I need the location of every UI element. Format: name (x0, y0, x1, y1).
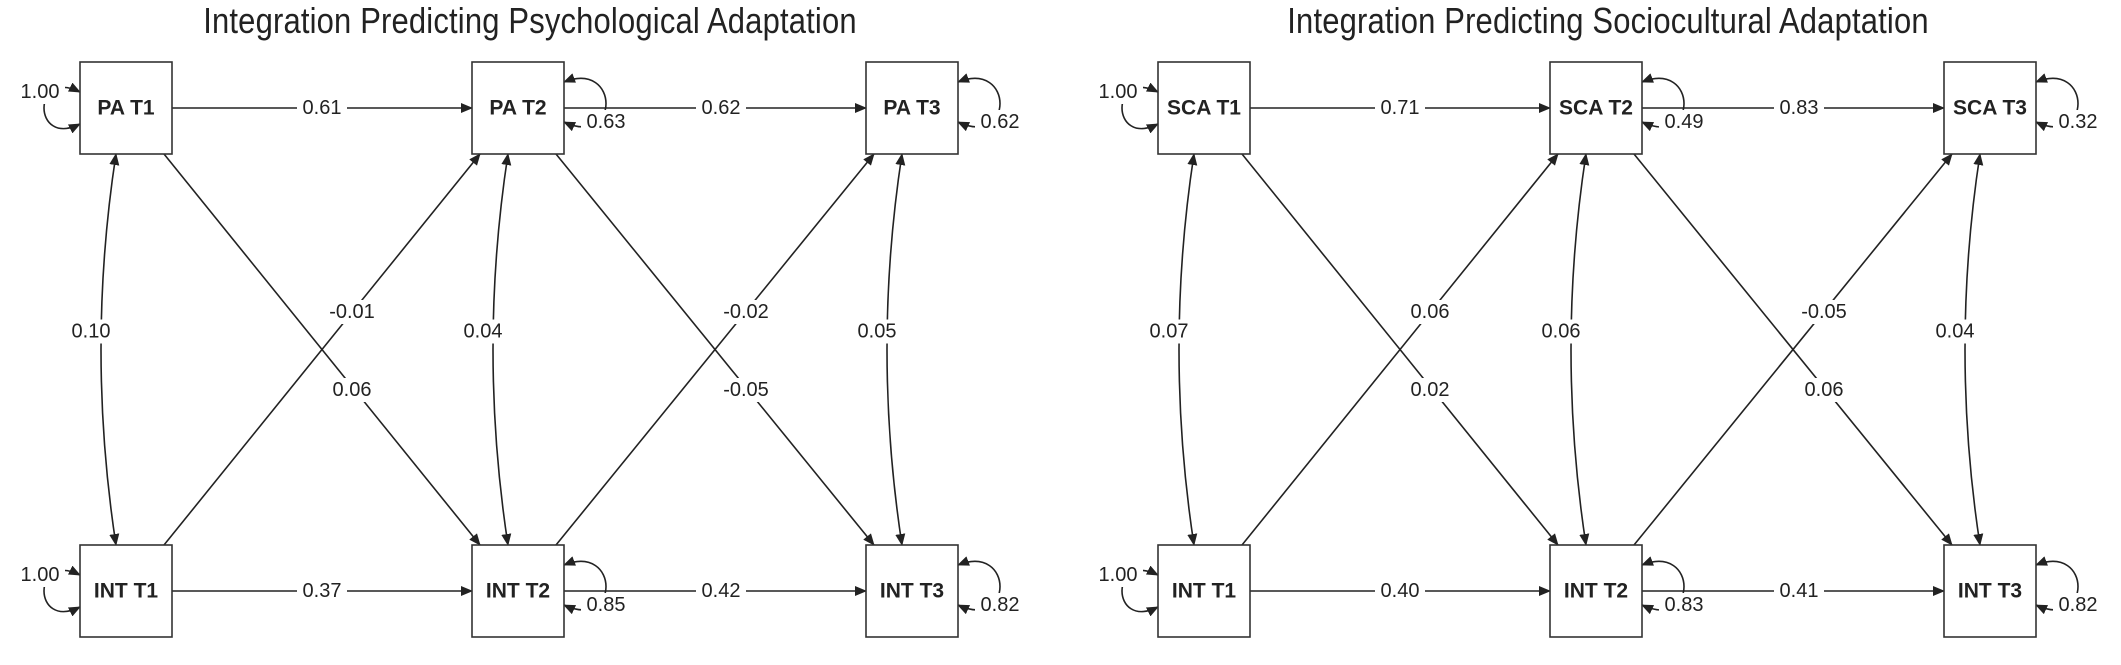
panel-psychological: Integration Predicting Psychological Ada… (0, 0, 1060, 665)
residual-i2-label: 0.85 (587, 594, 626, 616)
cov-t3-arrow (886, 153, 906, 546)
node-label: SCA T2 (1559, 97, 1633, 120)
variable-nodes: SCA T1 SCA T2 SCA T3 INT T1 INT T2 INT T3 (1157, 61, 2037, 638)
panel-title: Integration Predicting Sociocultural Ada… (1287, 0, 1929, 41)
node-box (79, 61, 173, 155)
node-box (471, 61, 565, 155)
node-t2: SCA T2 (1549, 61, 1643, 155)
node-box (865, 544, 959, 638)
node-box (471, 544, 565, 638)
path-i1-t2-label: 0.06 (1411, 301, 1450, 323)
cov-t3-label: 0.04 (1936, 321, 1975, 343)
path-t1-i2-arrow (1241, 153, 1559, 546)
residual-t1-label: 1.00 (1099, 81, 1138, 103)
cov-t1-arrow (1178, 153, 1198, 546)
cov-t2-label: 0.04 (464, 321, 503, 343)
path-i1-i2-label: 0.40 (1381, 580, 1420, 602)
path-diagram: 0.61 0.62 0.37 0.42 -0.01 0.06 -0.02 -0.05 0.10 0… (15, 61, 1025, 638)
residual-i3-label: 0.82 (2059, 594, 2098, 616)
path-t1-i2-label: 0.06 (333, 379, 372, 401)
residual-t1-loop (43, 82, 81, 134)
path-i2-i3-label: 0.41 (1780, 580, 1819, 602)
cov-t2-arrow (1570, 153, 1590, 546)
node-label: INT T2 (1564, 580, 1628, 603)
node-label: PA T3 (883, 97, 940, 120)
residual-i1-label: 1.00 (21, 564, 60, 586)
node-box (1157, 61, 1251, 155)
node-box (1549, 544, 1643, 638)
node-label: PA T1 (97, 97, 154, 120)
path-t2-t3-label: 0.83 (1780, 97, 1819, 119)
path-diagram: 0.71 0.83 0.40 0.41 0.06 0.02 -0.05 0.06 0.07 0.0… (1093, 61, 2103, 638)
node-box (1549, 61, 1643, 155)
variable-nodes: PA T1 PA T2 PA T3 INT T1 INT T2 INT T3 (79, 61, 959, 638)
path-i2-i3-label: 0.42 (702, 580, 741, 602)
path-i1-t2-label: -0.01 (329, 301, 375, 323)
residual-i1-loop (43, 565, 81, 617)
cov-t1-label: 0.10 (72, 321, 111, 343)
panel-title: Integration Predicting Psychological Ada… (203, 0, 857, 41)
residual-t3-label: 0.32 (2059, 111, 2098, 133)
path-i1-i2-label: 0.37 (303, 580, 342, 602)
cov-t2-label: 0.06 (1542, 321, 1581, 343)
residual-t2-label: 0.63 (587, 111, 626, 133)
path-i2-t3-label: -0.02 (723, 301, 769, 323)
path-t2-t3-label: 0.62 (702, 97, 741, 119)
node-label: SCA T3 (1953, 97, 2027, 120)
node-label: PA T2 (489, 97, 546, 120)
path-t1-t2-label: 0.71 (1381, 97, 1420, 119)
path-t1-i2-label: 0.02 (1411, 379, 1450, 401)
path-t2-i3-arrow (1633, 153, 1953, 546)
path-t2-i3-label: -0.05 (723, 379, 769, 401)
path-t1-i2-arrow (163, 153, 481, 546)
residual-i1-loop (1121, 565, 1159, 617)
node-box (1943, 544, 2037, 638)
node-i3: INT T3 (1943, 544, 2037, 638)
node-box (1157, 544, 1251, 638)
residual-t1-loop (1121, 82, 1159, 134)
node-t3: PA T3 (865, 61, 959, 155)
node-label: SCA T1 (1167, 97, 1241, 120)
node-i2: INT T2 (1549, 544, 1643, 638)
residual-t1-label: 1.00 (21, 81, 60, 103)
path-arrows: 0.61 0.62 0.37 0.42 -0.01 0.06 -0.02 -0.05 0.10 0… (15, 73, 1025, 617)
residual-i1-label: 1.00 (1099, 564, 1138, 586)
node-t1: PA T1 (79, 61, 173, 155)
node-label: INT T3 (880, 580, 944, 603)
cov-t3-arrow (1964, 153, 1984, 546)
residual-t2-label: 0.49 (1665, 111, 1704, 133)
node-t2: PA T2 (471, 61, 565, 155)
node-label: INT T3 (1958, 580, 2022, 603)
node-label: INT T1 (94, 580, 158, 603)
path-t2-i3-label: 0.06 (1805, 379, 1844, 401)
residual-i3-label: 0.82 (981, 594, 1020, 616)
path-t1-t2-label: 0.61 (303, 97, 342, 119)
node-box (865, 61, 959, 155)
panel-sociocultural: Integration Predicting Sociocultural Ada… (1078, 0, 2121, 665)
node-i1: INT T1 (79, 544, 173, 638)
node-t1: SCA T1 (1157, 61, 1251, 155)
cov-t1-label: 0.07 (1150, 321, 1189, 343)
path-t2-i3-arrow (555, 153, 875, 546)
cov-t1-arrow (100, 153, 120, 546)
cov-t2-arrow (492, 153, 512, 546)
node-i3: INT T3 (865, 544, 959, 638)
residual-t3-label: 0.62 (981, 111, 1020, 133)
cov-t3-label: 0.05 (858, 321, 897, 343)
node-label: INT T1 (1172, 580, 1236, 603)
path-i2-t3-label: -0.05 (1801, 301, 1847, 323)
path-arrows: 0.71 0.83 0.40 0.41 0.06 0.02 -0.05 0.06 0.07 0.0… (1093, 73, 2103, 617)
node-t3: SCA T3 (1943, 61, 2037, 155)
node-i2: INT T2 (471, 544, 565, 638)
residual-i2-label: 0.83 (1665, 594, 1704, 616)
node-box (1943, 61, 2037, 155)
node-i1: INT T1 (1157, 544, 1251, 638)
node-label: INT T2 (486, 580, 550, 603)
node-box (79, 544, 173, 638)
